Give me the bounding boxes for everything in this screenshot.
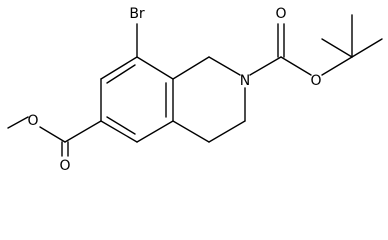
structure-canvas: Br N O O O O [7, 6, 383, 174]
atom-label-o-me-ester: O [27, 113, 38, 129]
bond-n2-c-boc [249, 56, 282, 76]
bond-c-boc-o-ester [280, 56, 312, 76]
bond-c8-c8a [136, 56, 174, 80]
bond-c5-c6-inner [106, 116, 136, 135]
bond-c4a-c5 [136, 120, 174, 143]
atom-label-o-boc-carbonyl: O [275, 6, 286, 22]
atom-label-o-me-carbonyl: O [59, 158, 70, 174]
bond-c7-c8-inner [106, 64, 136, 84]
bond-cq-me-right [351, 38, 383, 58]
bond-c7-c8 [100, 56, 138, 80]
atom-label-br: Br [129, 6, 145, 22]
atom-label-n2: N [240, 73, 250, 89]
bond-c8a-c1 [172, 56, 210, 80]
bond-c1-n2 [208, 56, 241, 76]
bond-o-ester-methyl [7, 116, 29, 129]
bond-c-ester-o-ester [39, 126, 66, 143]
bond-c5-c6 [100, 120, 138, 143]
bond-c6-c-ester [64, 120, 102, 143]
bond-cq-me-left [321, 38, 353, 58]
bond-o-ester-cq [321, 56, 353, 76]
bond-c3-c4 [208, 120, 246, 143]
bond-c4-c4a [172, 120, 210, 143]
atom-label-o-boc-ester: O [310, 73, 321, 89]
molecule-structure: Br N O O O O [7, 6, 383, 174]
